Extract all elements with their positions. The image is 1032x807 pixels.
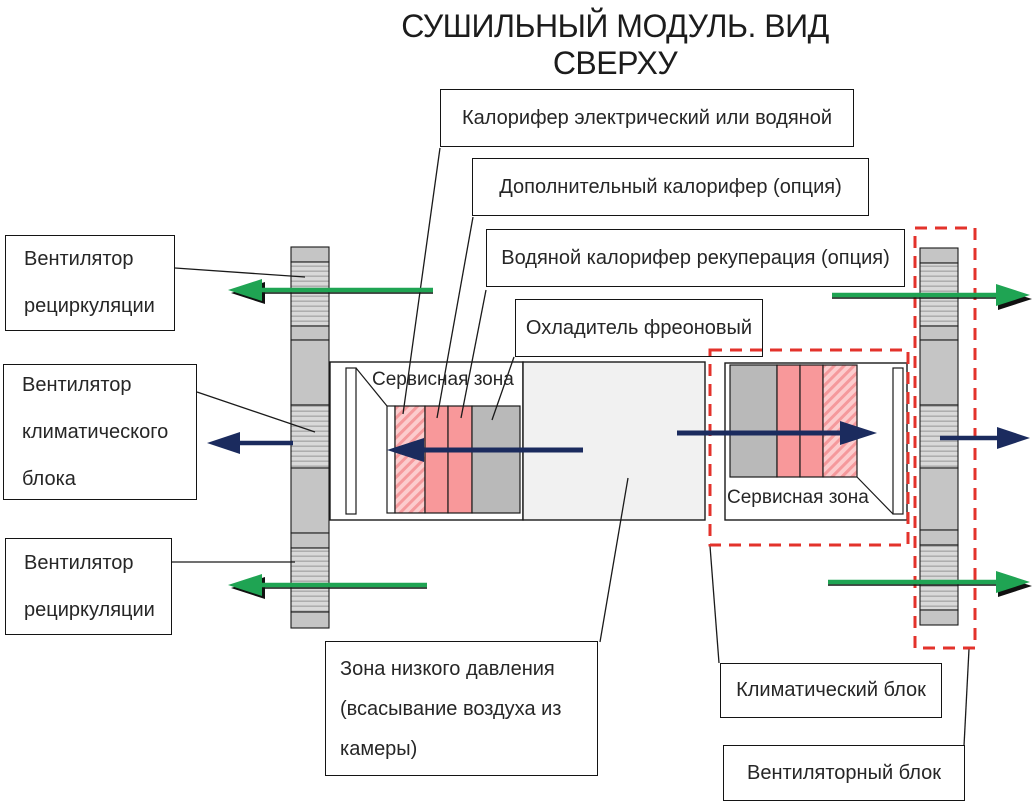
label-fan-recirculation-bottom-text: Вентилятор рециркуляции xyxy=(24,551,155,621)
label-fan-climate-text: Вентилятор климатического блока xyxy=(22,373,169,490)
right-fan-bar xyxy=(919,247,959,626)
label-heater-additional-text: Дополнительный калорифер (опция) xyxy=(499,175,842,198)
leader-low-pressure xyxy=(599,477,629,643)
label-low-pressure-zone-text: Зона низкого давления (всасывание воздух… xyxy=(340,657,562,760)
label-climate-unit-text: Климатический блок xyxy=(736,679,926,701)
label-fan-unit-text: Вентиляторный блок xyxy=(747,761,941,784)
cooler-freon-block xyxy=(471,405,521,514)
service-zone-left-caption: Сервисная зона xyxy=(372,369,514,390)
leader-heater-recuperation xyxy=(460,289,487,419)
label-heater-recuperation-text: Водяной калорифер рекуперация (опция) xyxy=(501,246,890,269)
leader-cooler-freon xyxy=(491,356,515,421)
label-fan-unit: Вентиляторный блок xyxy=(723,745,965,801)
label-heater-main-text: Калорифер электрический или водяной xyxy=(461,106,833,129)
right-heater-block-3 xyxy=(822,364,858,478)
heater-recuperation-block xyxy=(447,405,473,514)
leader-heater-main xyxy=(402,147,441,415)
right-cooler-block xyxy=(729,364,778,478)
left-panel-diagonal xyxy=(355,367,388,407)
right-access-panel xyxy=(892,367,904,515)
leader-climate-unit xyxy=(709,545,720,664)
right-coil-stack xyxy=(729,364,858,478)
label-climate-unit: Климатический блок xyxy=(720,663,942,718)
low-pressure-zone-area xyxy=(522,361,706,521)
label-heater-recuperation: Водяной калорифер рекуперация (опция) xyxy=(486,229,905,287)
label-low-pressure-zone: Зона низкого давления (всасывание воздух… xyxy=(325,641,598,776)
heater-additional-block xyxy=(424,405,449,514)
heater-main-block xyxy=(394,405,426,514)
label-heater-main: Калорифер электрический или водяной xyxy=(440,89,854,147)
right-heater-block-1 xyxy=(776,364,801,478)
leader-heater-additional xyxy=(436,216,474,419)
label-heater-additional: Дополнительный калорифер (опция) xyxy=(472,158,869,216)
leader-fan-recirculation-top xyxy=(174,267,306,278)
leader-fan-unit xyxy=(963,648,970,747)
left-access-panel xyxy=(345,367,357,515)
service-zone-right-caption: Сервисная зона xyxy=(727,487,869,508)
label-fan-recirculation-top: Вентилятор рециркуляции xyxy=(5,235,175,331)
left-fan-bar xyxy=(290,246,330,629)
leader-lines xyxy=(172,147,970,747)
left-coil-stack xyxy=(386,405,521,514)
label-fan-recirculation-top-text: Вентилятор рециркуляции xyxy=(24,248,155,317)
label-fan-recirculation-bottom: Вентилятор рециркуляции xyxy=(5,538,172,635)
right-heater-block-2 xyxy=(799,364,824,478)
label-fan-climate: Вентилятор климатического блока xyxy=(3,364,197,500)
leader-fan-climate xyxy=(196,391,316,433)
page-title: СУШИЛЬНЫЙ МОДУЛЬ. ВИД СВЕРХУ xyxy=(401,8,829,81)
left-coil-spacer xyxy=(386,405,396,514)
label-cooler-freon: Охладитель фреоновый xyxy=(515,299,763,357)
label-cooler-freon-text: Охладитель фреоновый xyxy=(525,316,753,339)
